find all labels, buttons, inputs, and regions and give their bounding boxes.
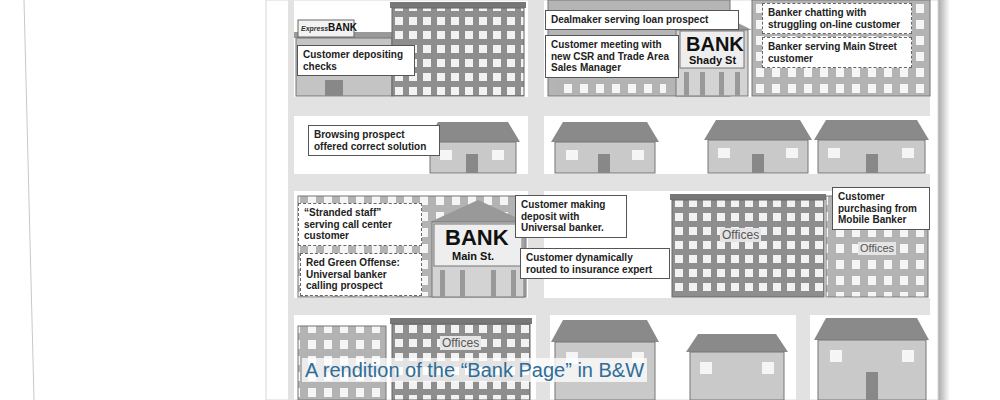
callout-box: Customer meeting with new CSR and Trade … [545, 35, 679, 78]
callout-box: Dealmaker serving loan prospect [545, 10, 739, 30]
door [752, 154, 764, 173]
offices-building [672, 200, 824, 297]
bank-sign-text: Express [301, 25, 328, 32]
roof [426, 122, 520, 142]
window [718, 148, 730, 158]
house [818, 140, 925, 173]
roof [551, 320, 659, 342]
dashed-callout-box: “Stranded staff” serving call center cus… [298, 203, 422, 246]
callout-text: Dealmaker serving loan prospect [551, 14, 733, 26]
window [830, 350, 842, 362]
bank-sign-text: Main St. [452, 251, 494, 262]
door [866, 154, 878, 173]
door [325, 80, 343, 96]
street [528, 116, 544, 174]
column [684, 72, 689, 96]
callout-box: Customer dynamically routed to insurance… [520, 248, 670, 279]
callout-text: Banker serving Main Street customer [768, 41, 906, 64]
row-two-houses [426, 120, 929, 173]
window [492, 150, 504, 160]
callout-box: Customer purchasing from Mobile Banker [832, 187, 930, 230]
bank-sign-text: BANK [445, 227, 509, 249]
dashed-callout-box: Red Green Offense: Universal banker call… [300, 253, 422, 296]
bank-sign [680, 31, 744, 68]
callout-text: Banker chatting with struggling on-line … [768, 7, 906, 30]
callout-text: “Stranded staff” serving call center cus… [304, 207, 416, 242]
house [555, 142, 655, 173]
building-label: Offices [440, 336, 481, 350]
roof [686, 334, 788, 352]
column [460, 270, 465, 297]
building-label: Offices [720, 228, 761, 242]
window [902, 350, 914, 362]
window [632, 150, 644, 160]
column [735, 72, 740, 96]
column [700, 72, 705, 96]
column [491, 270, 496, 297]
dashed-callout-box: Banker serving Main Street customer [762, 37, 912, 68]
building-label: Offices [858, 242, 896, 255]
caption: A rendition of the “Bank Page” in B&W [302, 358, 647, 382]
cornice [390, 2, 526, 8]
window [700, 362, 712, 374]
callout-text: Customer depositing checks [303, 49, 409, 72]
window [902, 148, 914, 158]
column [719, 72, 724, 96]
bank-sign [434, 224, 522, 266]
callout-text: Customer dynamically routed to insurance… [526, 252, 664, 275]
house [708, 140, 808, 173]
callout-box: Customer making deposit with Universal b… [515, 195, 627, 238]
cornice [390, 318, 532, 324]
house [818, 340, 926, 400]
dashed-callout-box: Banker chatting with struggling on-line … [762, 3, 912, 34]
row-one-buildings [294, 0, 930, 96]
door [466, 154, 478, 173]
row-four-buildings [298, 318, 929, 400]
portico [432, 222, 524, 297]
door [598, 154, 610, 173]
street [796, 315, 810, 400]
sheet-edge [24, 0, 34, 400]
portico [676, 30, 748, 96]
streets [288, 0, 930, 400]
callout-text: Customer making deposit with Universal b… [521, 199, 621, 234]
door [866, 372, 878, 400]
column [440, 270, 445, 297]
cornice [670, 194, 826, 200]
windows [556, 80, 666, 94]
bank-sign-text: BANK [686, 34, 744, 54]
window [762, 362, 774, 374]
window [828, 148, 840, 158]
callout-text: Customer purchasing from Mobile Banker [838, 191, 924, 226]
street [288, 0, 294, 400]
house [430, 142, 516, 173]
pediment [430, 200, 526, 222]
building [752, 0, 930, 96]
window [440, 150, 452, 160]
roof [814, 318, 929, 340]
column [511, 270, 516, 297]
house [690, 352, 784, 400]
roof [704, 120, 812, 140]
street [528, 0, 544, 97]
roof [814, 120, 929, 140]
paper [266, 0, 938, 400]
callout-text: Red Green Offense: Universal banker call… [306, 257, 416, 292]
roof [551, 122, 659, 142]
street [290, 97, 930, 116]
bank-sign-text: BANK [328, 23, 357, 33]
street [290, 298, 930, 315]
bank-sign-text: Shady St [689, 55, 736, 66]
callout-box: Customer depositing checks [297, 45, 415, 76]
window [786, 148, 798, 158]
callout-text: Browsing prospect offered correct soluti… [314, 129, 434, 152]
callout-text: Customer meeting with new CSR and Trade … [551, 39, 673, 74]
callout-box: Browsing prospect offered correct soluti… [308, 125, 440, 156]
window [566, 150, 578, 160]
main-st-bank [298, 196, 526, 297]
